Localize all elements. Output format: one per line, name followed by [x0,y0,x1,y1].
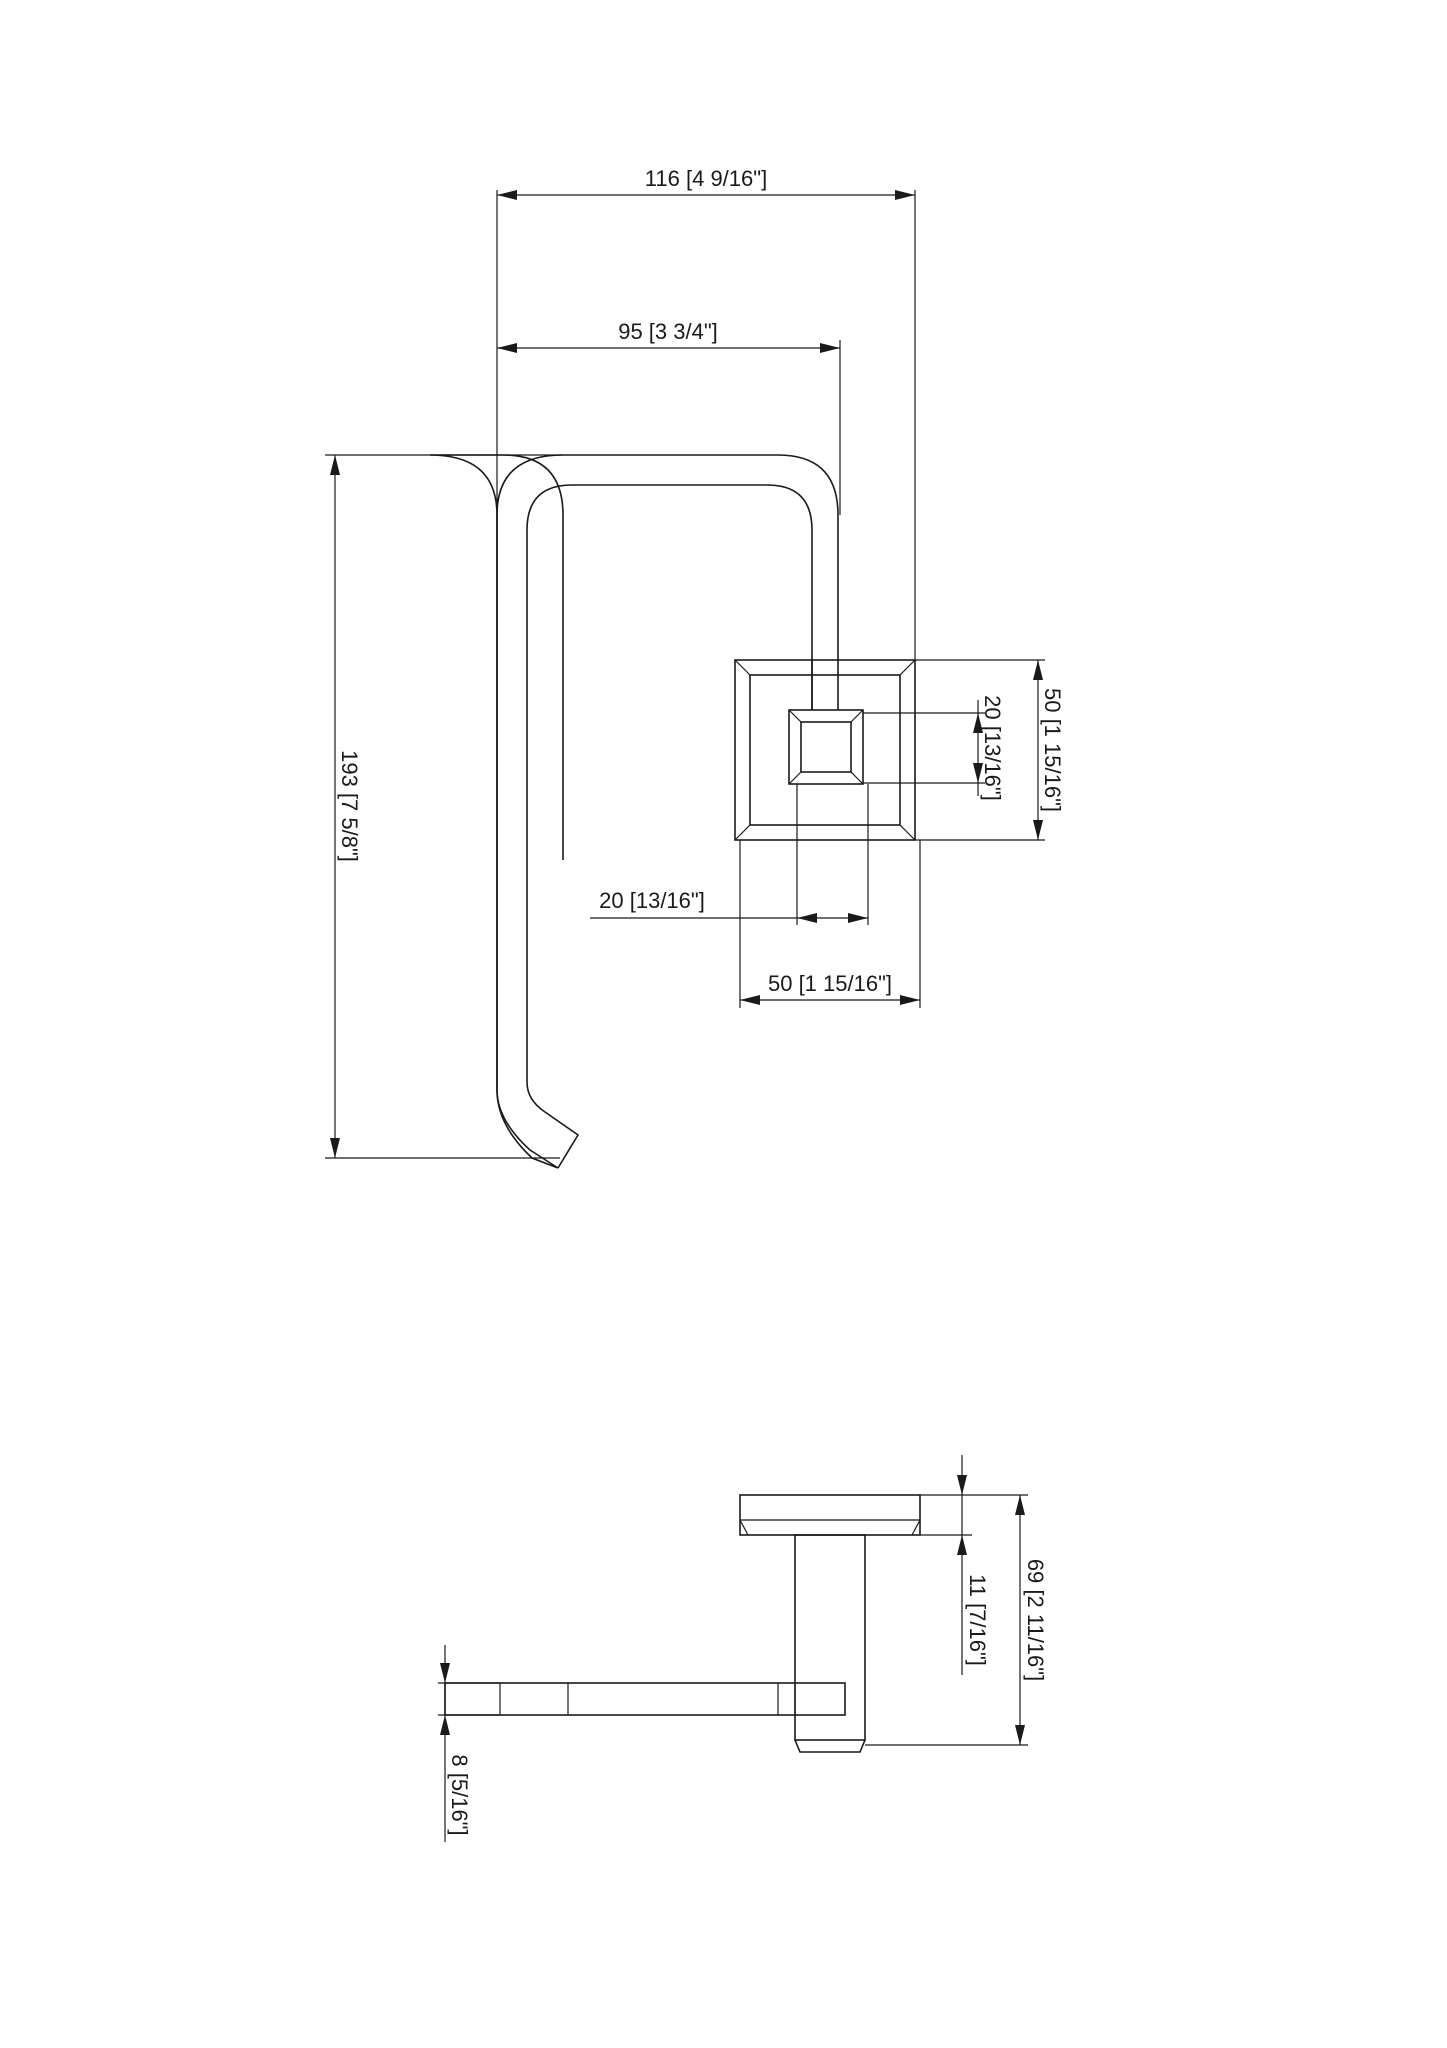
holder-outer-path [496,454,839,1169]
side-flange [739,1494,921,1536]
dim-inner-width-label: 95 [3 3/4"] [618,319,718,344]
dim-arm-thickness: 8 [5/16"] [438,1645,500,1842]
dim-arm-thickness-label: 8 [5/16"] [447,1754,472,1835]
flange-inner [749,674,901,826]
flange-bevel-br [899,824,916,841]
dim-flange-width-label: 50 [1 15/16"] [768,971,892,996]
side-view: 69 [2 11/16"] 11 [7/16"] 8 [5/16"] [438,1455,1048,1842]
post-bevel-br [850,771,864,785]
dim-overall-height-label: 193 [7 5/8"] [337,750,362,862]
flange-outer [734,659,916,841]
post-inner [800,721,852,773]
post-outer [788,709,864,785]
dim-projection: 69 [2 11/16"] [865,1494,1048,1746]
dim-post-width: 20 [13/16"] [590,784,869,925]
side-post-end [794,1739,866,1753]
flange-bevel-tr [899,659,916,676]
dim-overall-width-label: 116 [4 9/16"] [645,166,767,191]
side-flange-bevel-r [911,1519,921,1536]
dim-post-width-label: 20 [13/16"] [599,888,705,913]
dim-flange-thickness: 11 [7/16"] [920,1455,990,1675]
side-flange-bevel-l [739,1519,749,1536]
side-arm [444,1682,846,1716]
flange-bevel-tl [734,659,751,676]
dim-post-height-label: 20 [13/16"] [980,695,1005,801]
front-view: 116 [4 9/16"] 95 [3 3/4"] 193 [7 5/8"] [325,166,1065,1169]
holder-outer-outline [429,454,564,1169]
dim-inner-width: 95 [3 3/4"] [497,319,841,515]
dim-projection-label: 69 [2 11/16"] [1023,1559,1048,1681]
flange-bevel-bl [734,824,751,841]
post-bevel-bl [788,771,802,785]
dim-flange-height: 50 [1 15/16"] [915,659,1065,841]
dim-overall-width: 116 [4 9/16"] [496,166,916,660]
dim-overall-height: 193 [7 5/8"] [325,454,563,1159]
post-bevel-tr [850,709,864,723]
side-post [794,1534,866,1741]
holder-inner-path [526,484,813,1169]
dim-flange-width: 50 [1 15/16"] [739,840,921,1008]
post-bevel-tl [788,709,802,723]
dim-post-height: 20 [13/16"] [863,695,1005,801]
dim-flange-thickness-label: 11 [7/16"] [965,1574,990,1666]
dim-flange-height-label: 50 [1 15/16"] [1040,688,1065,812]
